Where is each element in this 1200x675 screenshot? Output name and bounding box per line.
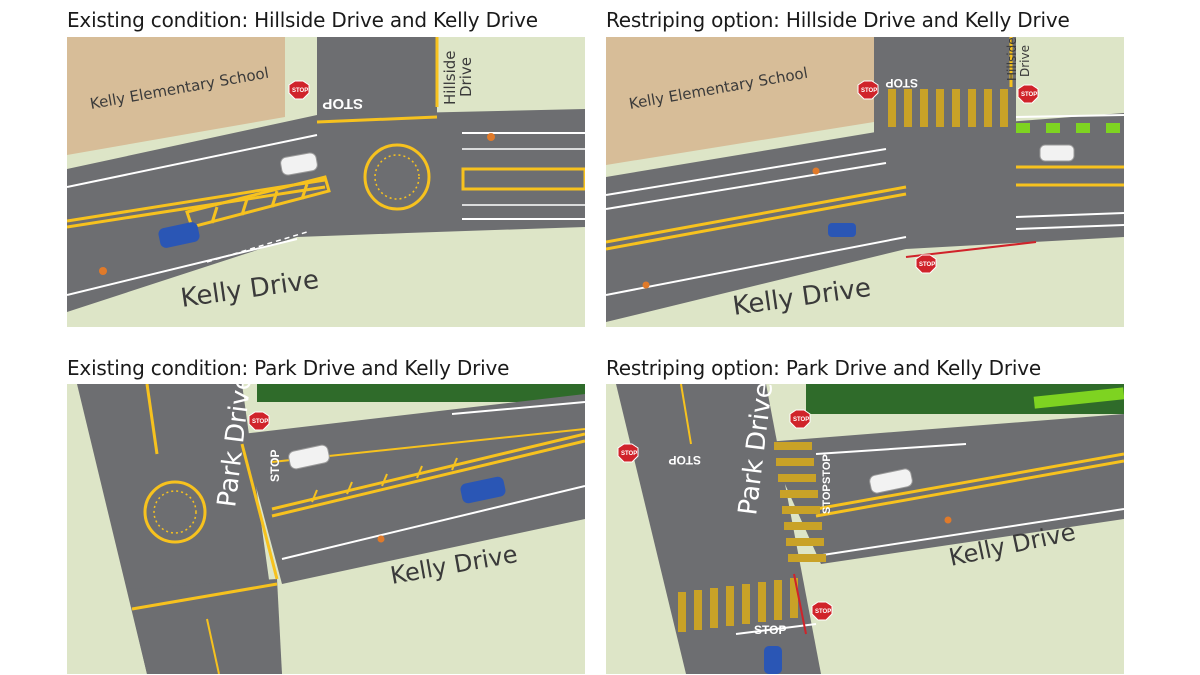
stop-pavement-marking: STOP xyxy=(821,454,833,484)
hillside-label-line1: Hillside xyxy=(1005,37,1019,81)
park-drive-road xyxy=(616,384,821,674)
kelly-drive-road xyxy=(242,394,585,584)
white-car xyxy=(288,444,330,470)
bicyclist-icon xyxy=(944,516,952,524)
svg-text:STOP: STOP xyxy=(919,262,935,268)
hedge xyxy=(257,384,585,402)
svg-text:STOP: STOP xyxy=(621,451,637,457)
bicyclist-icon xyxy=(812,167,820,175)
panel-title-existing-hillside: Existing condition: Hillside Drive and K… xyxy=(67,8,538,32)
white-car xyxy=(1039,144,1075,162)
panel-title-restriping-park: Restriping option: Park Drive and Kelly … xyxy=(606,356,1041,380)
school-lot xyxy=(606,37,874,165)
diagram-restriping-hillside-kelly: Kelly Elementary School STOP STOP STOP S… xyxy=(606,37,1124,327)
stop-pavement-marking: STOP xyxy=(669,453,701,467)
blue-car xyxy=(460,476,506,504)
bicyclist-icon xyxy=(487,133,495,141)
hillside-drive-road xyxy=(317,37,437,127)
blue-car xyxy=(764,646,782,674)
roundabout-circle xyxy=(143,480,207,544)
green-bike-lane xyxy=(1016,123,1120,133)
svg-text:STOP: STOP xyxy=(1021,92,1037,98)
panel-title-existing-park: Existing condition: Park Drive and Kelly… xyxy=(67,356,510,380)
stop-sign: STOP xyxy=(915,254,937,274)
diagram-existing-hillside-kelly: Kelly Elementary School STOP STOP Kelly … xyxy=(67,37,585,327)
green-bike-lane xyxy=(1033,387,1124,409)
svg-text:STOP: STOP xyxy=(793,417,809,423)
bicyclist-icon xyxy=(99,267,107,275)
stop-pavement-marking: STOP xyxy=(886,76,918,90)
svg-text:STOP: STOP xyxy=(252,419,268,425)
hatched-median xyxy=(311,457,458,503)
hillside-drive-road xyxy=(874,37,1016,137)
hillside-label-line2: Drive xyxy=(457,57,475,97)
diagram-existing-park-kelly: STOP STOP Park Drive Kelly Drive xyxy=(67,384,585,674)
school-lot xyxy=(67,37,285,155)
crosswalk xyxy=(774,442,826,562)
hillside-label-line1: Hillside xyxy=(441,50,459,105)
stop-pavement-marking: STOP xyxy=(821,484,833,514)
stop-sign: STOP xyxy=(789,409,811,429)
white-car xyxy=(280,152,318,176)
panel-title-restriping-hillside: Restriping option: Hillside Drive and Ke… xyxy=(606,8,1070,32)
crosswalk xyxy=(678,578,798,632)
blue-car xyxy=(828,223,856,237)
diagram-restriping-park-kelly: STOP STOP STOP STOP STOP STOP STOP Park … xyxy=(606,384,1124,674)
stop-sign: STOP xyxy=(617,443,639,463)
stop-sign: STOP xyxy=(288,80,310,100)
svg-text:STOP: STOP xyxy=(861,88,877,94)
white-car xyxy=(869,468,913,494)
stop-sign: STOP xyxy=(1017,84,1039,104)
stop-pavement-marking: STOP xyxy=(754,623,786,637)
roundabout-circle xyxy=(363,143,431,211)
bicyclist-icon xyxy=(377,535,385,543)
stop-pavement-marking: STOP xyxy=(322,95,363,112)
svg-text:STOP: STOP xyxy=(815,609,831,615)
stop-sign: STOP xyxy=(811,601,833,621)
stop-sign: STOP xyxy=(857,80,879,100)
bicyclist-icon xyxy=(642,281,650,289)
stop-pavement-marking: STOP xyxy=(268,450,282,482)
svg-text:STOP: STOP xyxy=(292,88,308,94)
hillside-label-line2: Drive xyxy=(1018,45,1032,77)
blue-car xyxy=(158,222,200,248)
crosswalk xyxy=(888,89,1008,127)
stop-sign: STOP xyxy=(248,411,270,431)
median-island xyxy=(461,167,585,191)
red-curb xyxy=(793,573,807,635)
